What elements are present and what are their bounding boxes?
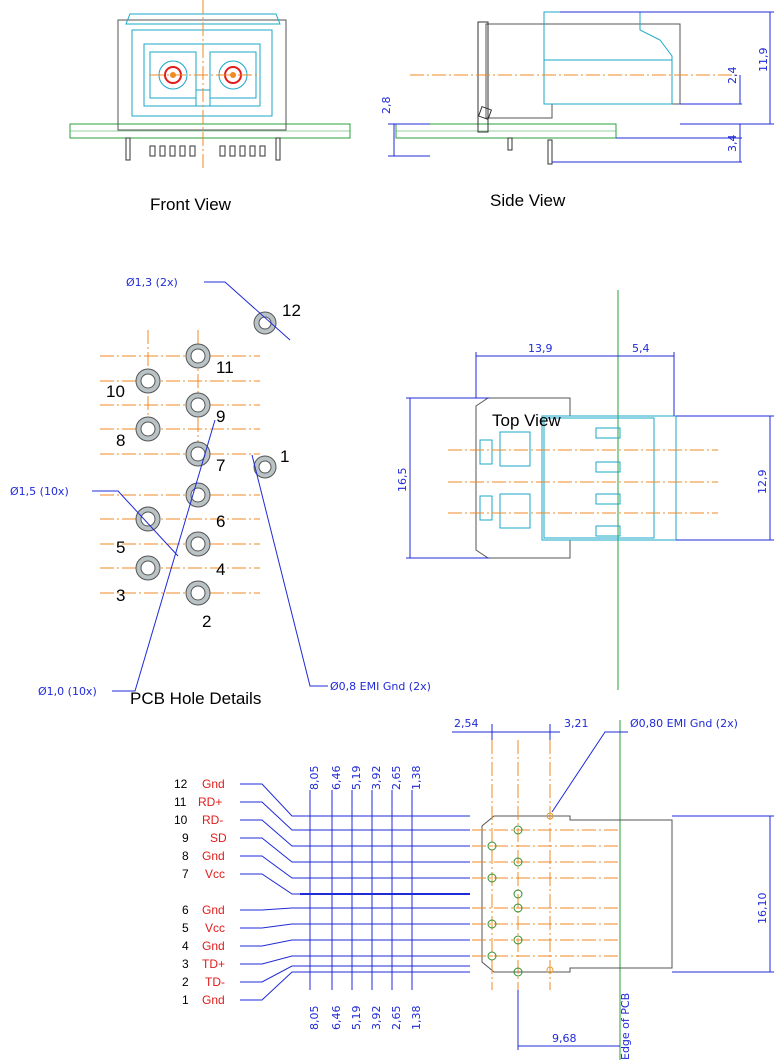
hole-3-label: 3 <box>116 586 125 605</box>
callout-dia-1-3: Ø1,3 (2x) <box>126 276 178 289</box>
callout-dia-1-5: Ø1,5 (10x) <box>10 485 69 498</box>
hole-9-label: 9 <box>216 407 225 426</box>
pinout-view: 12 Gnd 11 RD+ 10 RD- 9 SD 8 Gnd 7 Vcc 6 … <box>174 717 774 1060</box>
dim-2-54: 2,54 <box>454 717 479 730</box>
edge-of-pcb-label: Edge of PCB <box>619 993 632 1060</box>
pin-num-11: 11 <box>174 795 187 809</box>
hole-6-label: 6 <box>216 512 225 531</box>
pin-num-2: 2 <box>182 975 189 989</box>
pin-sig-7: Vcc <box>205 867 225 881</box>
dim-side-3-4: 3,4 <box>726 135 739 153</box>
dim-top-8-05: 8,05 <box>308 766 321 791</box>
dim-bot-6-46: 6,46 <box>330 1006 343 1031</box>
dim-9-68: 9,68 <box>552 1032 577 1045</box>
callout-dia-1-0: Ø1,0 (10x) <box>38 685 97 698</box>
hole-4-label: 4 <box>216 560 225 579</box>
pin-num-6: 6 <box>182 903 189 917</box>
pin-sig-3: TD+ <box>202 957 225 971</box>
dim-side-2-4: 2,4 <box>726 67 739 85</box>
dim-top-13-9: 13,9 <box>528 342 553 355</box>
dim-top-6-46: 6,46 <box>330 766 343 791</box>
dim-bot-1-38: 1,38 <box>410 1006 423 1031</box>
pin-num-9: 9 <box>182 831 189 845</box>
dim-top-3-92: 3,92 <box>370 766 383 791</box>
pin-sig-4: Gnd <box>202 939 225 953</box>
pin-num-5: 5 <box>182 921 189 935</box>
pin-num-3: 3 <box>182 957 189 971</box>
pin-num-1: 1 <box>182 993 189 1007</box>
pin-sig-6: Gnd <box>202 903 225 917</box>
hole-2-label: 2 <box>202 612 211 631</box>
dim-top-1-38: 1,38 <box>410 766 423 791</box>
side-view-caption: Side View <box>490 191 566 210</box>
pin-num-7: 7 <box>182 867 189 881</box>
dim-bot-5-19: 5,19 <box>350 1006 363 1031</box>
hole-1-label: 1 <box>280 447 289 466</box>
callout-emi-gnd: Ø0,80 EMI Gnd (2x) <box>630 717 738 730</box>
side-view: 11,9 2,4 2,8 3,4 <box>380 11 774 165</box>
top-view: 13,9 5,4 16,5 12,9 <box>396 290 774 690</box>
pcb-holes: 12 11 10 9 8 7 6 5 4 3 2 1 Ø1,3 (2x) Ø1,… <box>10 276 431 698</box>
dim-side-2-8: 2,8 <box>380 97 393 115</box>
dim-16-10: 16,10 <box>756 893 769 925</box>
pcb-caption: PCB Hole Details <box>130 689 261 708</box>
pin-sig-5: Vcc <box>205 921 225 935</box>
dim-top-5-19: 5,19 <box>350 766 363 791</box>
dim-top-2-65: 2,65 <box>390 766 403 791</box>
pin-num-4: 4 <box>182 939 189 953</box>
pin-sig-12: Gnd <box>202 777 225 791</box>
dim-top-5-4: 5,4 <box>632 342 650 355</box>
pin-num-8: 8 <box>182 849 189 863</box>
pin-sig-2: TD- <box>205 975 225 989</box>
pin-sig-9: SD <box>210 831 227 845</box>
hole-11-label: 11 <box>216 358 234 377</box>
dim-top-16-5: 16,5 <box>396 468 409 493</box>
front-view <box>69 0 351 170</box>
pin-sig-10: RD- <box>202 813 223 827</box>
callout-dia-0-8: Ø0,8 EMI Gnd (2x) <box>330 680 431 693</box>
pin-sig-11: RD+ <box>198 795 222 809</box>
dim-bot-3-92: 3,92 <box>370 1006 383 1031</box>
hole-10-label: 10 <box>106 382 125 401</box>
pin-num-10: 10 <box>174 813 188 827</box>
top-view-caption: Top View <box>492 411 561 430</box>
hole-7-label: 7 <box>216 456 225 475</box>
dim-3-21: 3,21 <box>564 717 589 730</box>
pin-sig-8: Gnd <box>202 849 225 863</box>
front-view-caption: Front View <box>150 195 232 214</box>
dim-bot-8-05: 8,05 <box>308 1006 321 1031</box>
dim-top-12-9: 12,9 <box>756 470 769 495</box>
hole-8-label: 8 <box>116 431 125 450</box>
pin-num-12: 12 <box>174 777 188 791</box>
dim-bot-2-65: 2,65 <box>390 1006 403 1031</box>
pin-sig-1: Gnd <box>202 993 225 1007</box>
hole-12-label: 12 <box>282 301 301 320</box>
hole-5-label: 5 <box>116 538 125 557</box>
dim-side-11-9: 11,9 <box>757 48 770 73</box>
